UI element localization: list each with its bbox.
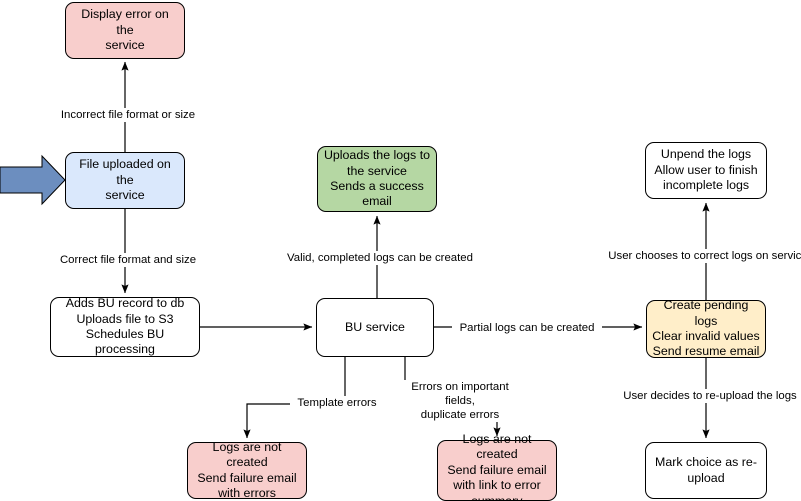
node-mark-choice-reupload[interactable]: Mark choice as re- upload: [645, 442, 767, 499]
edge-label-template-errors: Template errors: [290, 396, 384, 410]
node-adds-bu-record[interactable]: Adds BU record to db Uploads file to S3 …: [50, 296, 200, 357]
edge-label-user-reuploads: User decides to re-upload the logs: [614, 389, 801, 403]
node-logs-not-created-summary[interactable]: Logs are not created Send failure email …: [437, 432, 557, 501]
entry-arrow-icon: [0, 154, 66, 206]
edge-label-partial-logs: Partial logs can be created: [452, 321, 602, 335]
node-display-error[interactable]: Display error on the service: [65, 2, 185, 59]
node-file-uploaded[interactable]: File uploaded on the service: [65, 152, 185, 209]
node-bu-service[interactable]: BU service: [316, 298, 434, 357]
node-create-pending-logs[interactable]: Create pending logs Clear invalid values…: [646, 298, 766, 358]
edge-label-important-field-errors: Errors on important fields, duplicate er…: [392, 380, 528, 422]
edge-label-valid-logs: Valid, completed logs can be created: [282, 251, 478, 265]
node-unpend-logs[interactable]: Unpend the logs Allow user to finish inc…: [645, 142, 767, 199]
edge-label-correct-format: Correct file format and size: [55, 253, 201, 267]
node-uploads-logs[interactable]: Uploads the logs to the service Sends a …: [317, 146, 437, 212]
edge-label-incorrect-format: Incorrect file format or size: [55, 108, 201, 122]
node-logs-not-created-errors[interactable]: Logs are not created Send failure email …: [187, 440, 307, 500]
edge-label-user-corrects: User chooses to correct logs on service: [605, 249, 801, 263]
